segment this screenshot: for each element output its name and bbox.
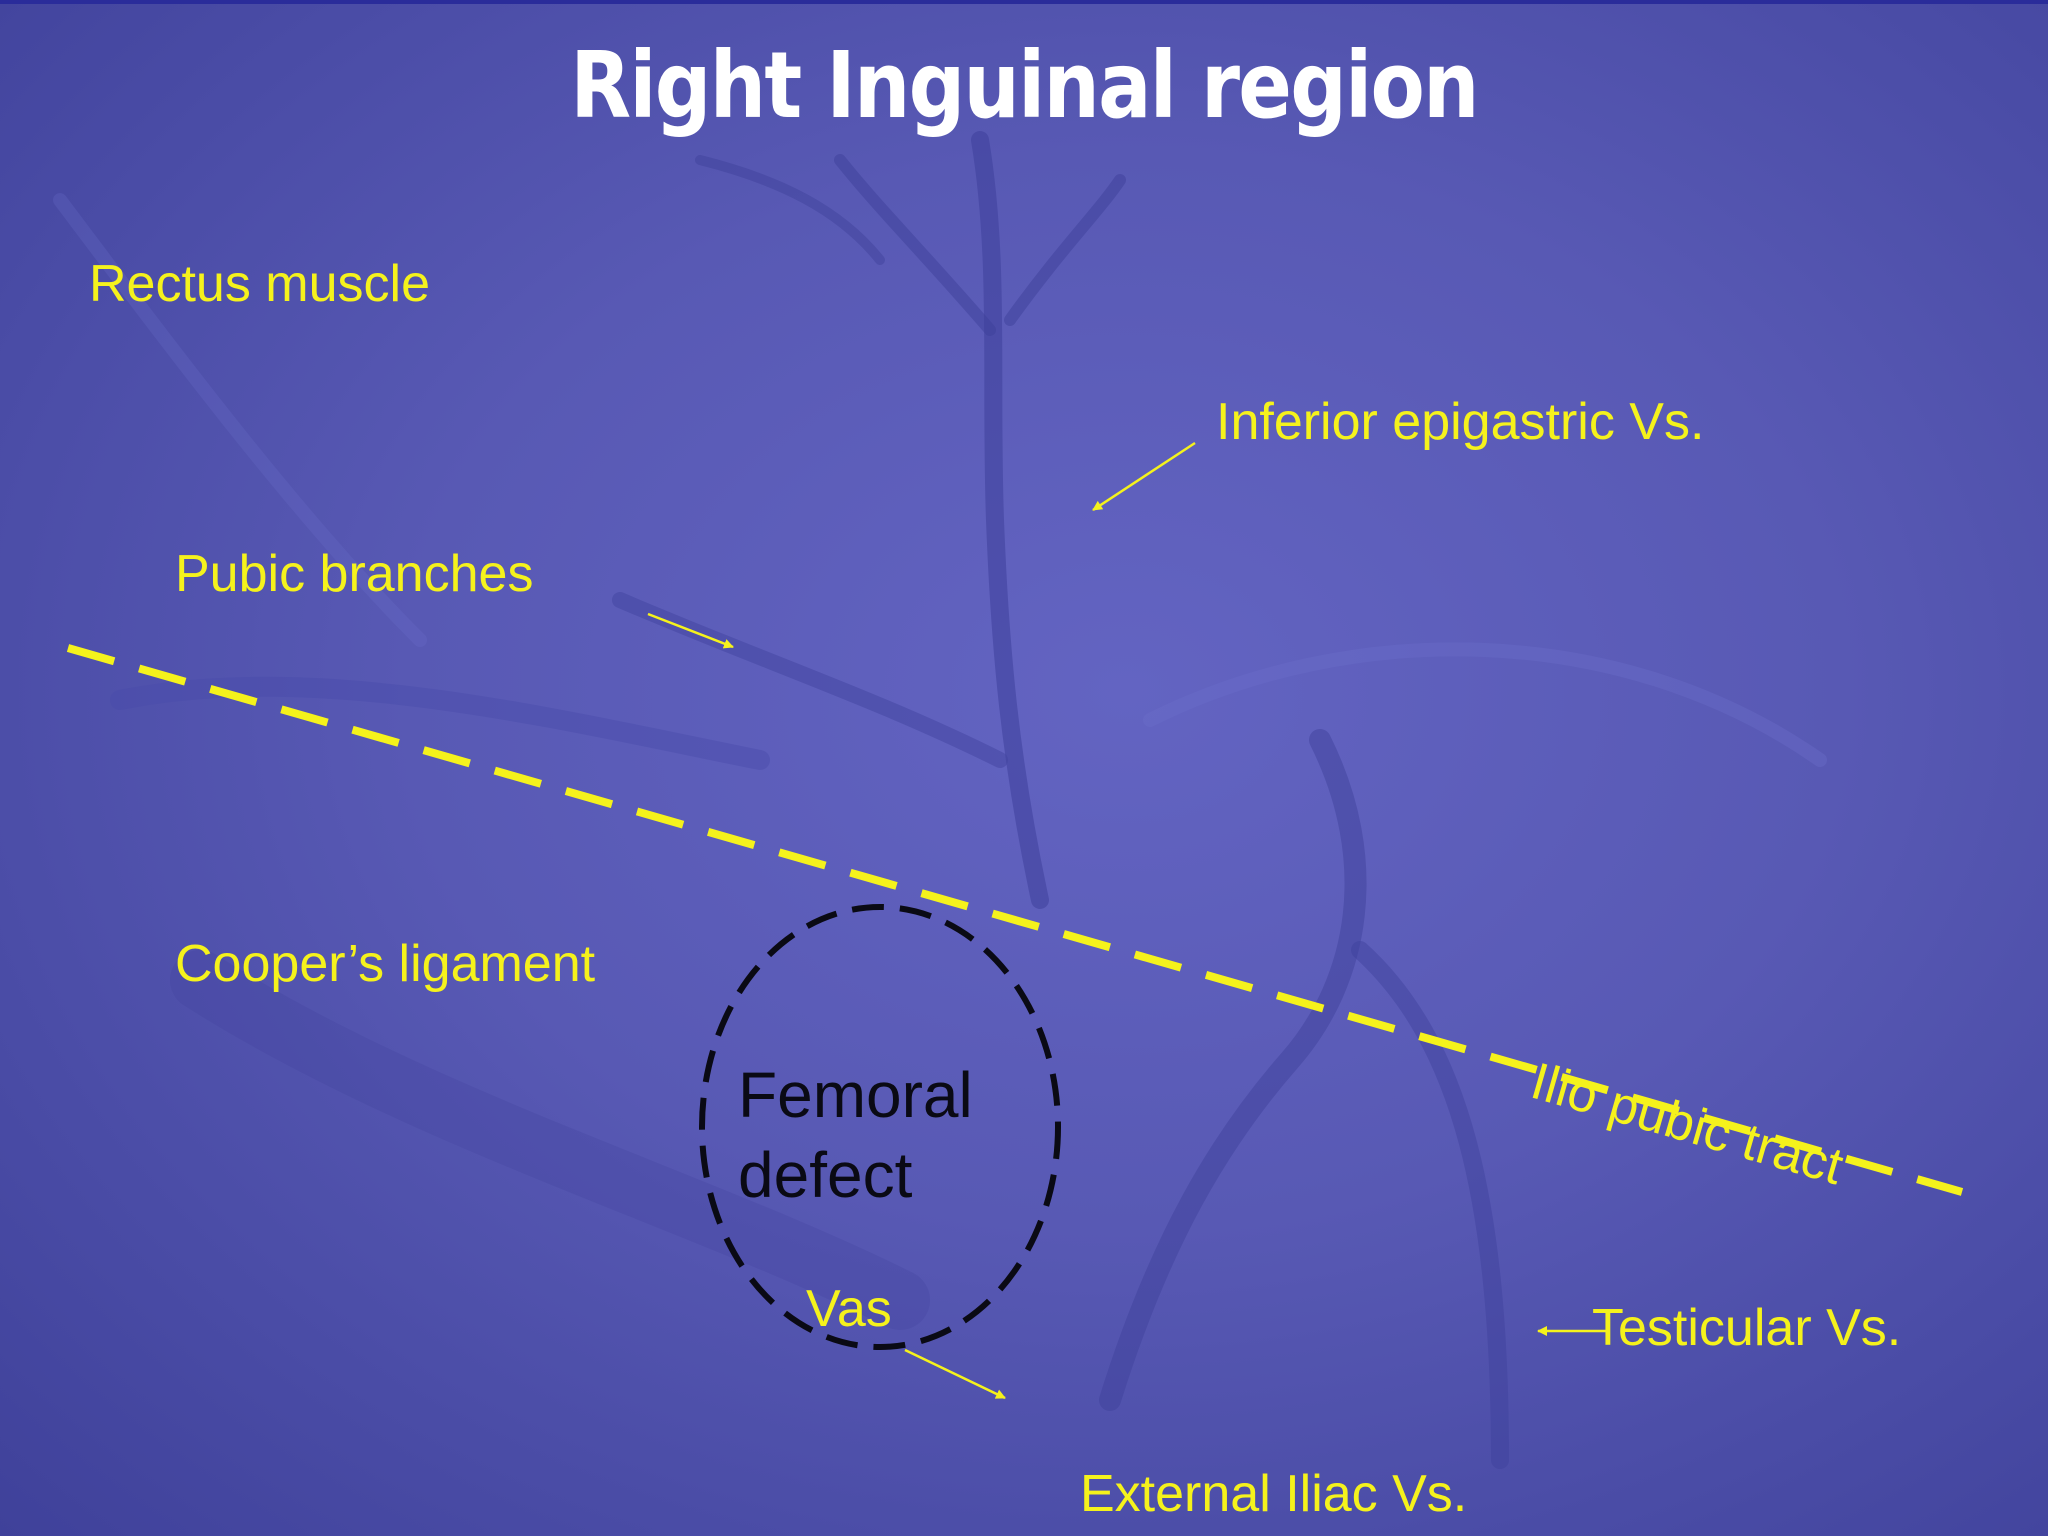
femoral-defect-line-1: Femoral xyxy=(738,1059,973,1131)
label-vas: Vas xyxy=(806,1280,892,1338)
label-inferior-epigastric: Inferior epigastric Vs. xyxy=(1216,393,1705,451)
femoral-defect-line-2: defect xyxy=(738,1139,913,1211)
vas-arrow xyxy=(904,1348,1006,1400)
femoral-defect-circle xyxy=(699,904,1061,1350)
page-title: Right Inguinal region xyxy=(570,32,1479,139)
pubic-branches-arrow xyxy=(647,612,734,649)
label-coopers-ligament: Cooper’s ligament xyxy=(175,935,596,993)
label-external-iliac: External Iliac Vs. xyxy=(1080,1465,1468,1523)
label-pubic-branches: Pubic branches xyxy=(175,545,534,603)
label-femoral-defect: Femoral defect xyxy=(738,1055,1038,1215)
label-testicular: Testicular Vs. xyxy=(1592,1299,1902,1357)
label-rectus-muscle: Rectus muscle xyxy=(89,255,430,313)
ilio-pubic-tract-line xyxy=(66,644,1964,1196)
inferior-epigastric-arrow xyxy=(1092,441,1196,512)
anatomy-strokes xyxy=(53,131,1827,1469)
